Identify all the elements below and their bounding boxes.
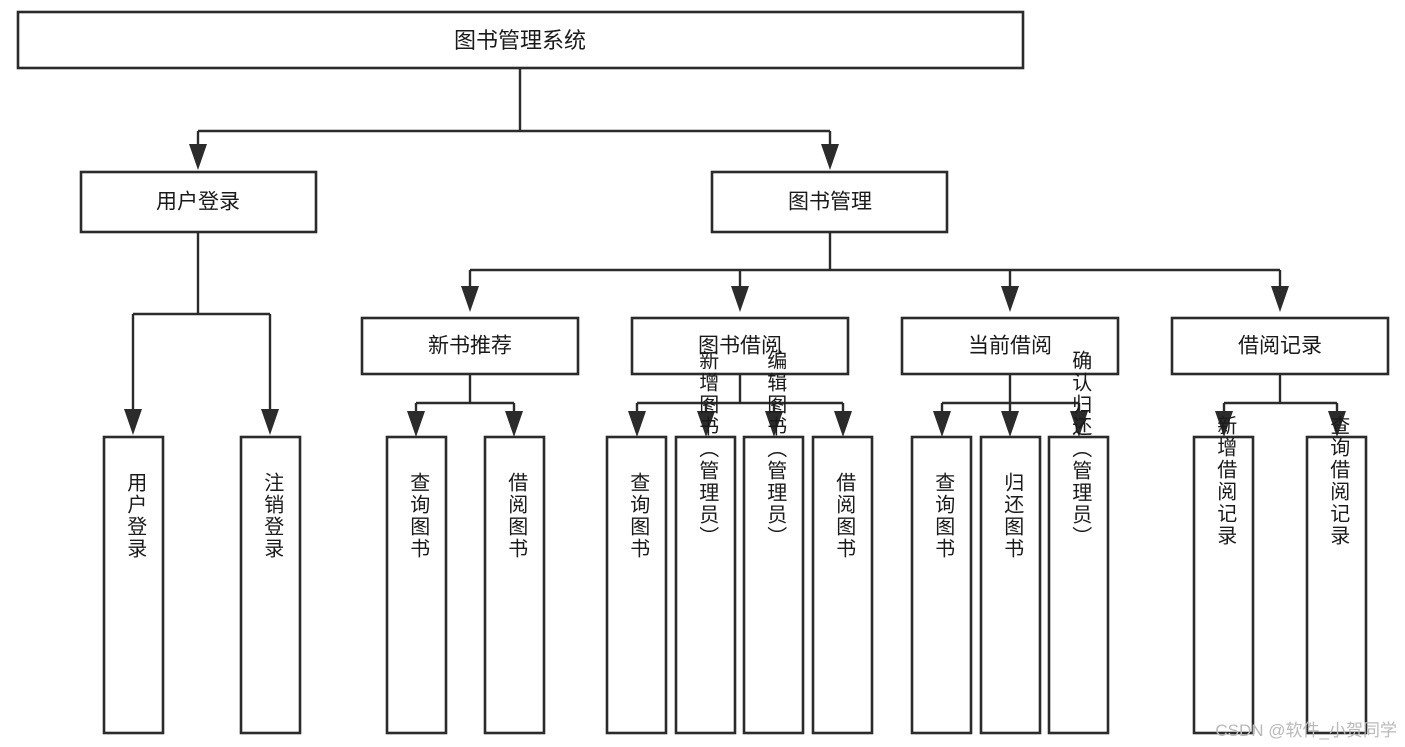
node-leaf-br-query[interactable]: 查询借阅记录 bbox=[1305, 415, 1368, 735]
node-leaf-rec-borrow-label: 借阅图书 bbox=[505, 472, 528, 560]
node-leaf-bb-add-label: 新增图书（管理员） bbox=[696, 350, 719, 548]
node-current-borrow[interactable]: 当前借阅 bbox=[900, 316, 1120, 376]
node-leaf-cb-confirm-label: 确认归还（管理员） bbox=[1069, 350, 1092, 548]
node-book-manage[interactable]: 图书管理 bbox=[710, 170, 949, 234]
arrowhead-new-book-rec bbox=[461, 286, 479, 312]
node-leaf-bb-borrow[interactable]: 借阅图书 bbox=[811, 435, 874, 735]
node-leaf-bb-add[interactable]: 新增图书（管理员） bbox=[674, 350, 737, 735]
node-leaf-user-login-label: 用户登录 bbox=[124, 472, 147, 560]
node-leaf-user-login[interactable]: 用户登录 bbox=[102, 435, 165, 735]
node-leaf-bb-add-box[interactable] bbox=[674, 435, 737, 735]
node-current-borrow-box[interactable] bbox=[900, 316, 1120, 376]
node-book-manage-box[interactable] bbox=[710, 170, 949, 234]
node-leaf-rec-borrow-box[interactable] bbox=[483, 435, 546, 735]
node-leaf-cb-query-box[interactable] bbox=[910, 435, 973, 735]
node-leaf-cb-return[interactable]: 归还图书 bbox=[979, 435, 1042, 735]
arrowhead-leaf-rec-borrow bbox=[505, 411, 523, 437]
node-root[interactable]: 图书管理系统 bbox=[16, 10, 1025, 70]
node-user-login-box[interactable] bbox=[79, 170, 318, 234]
arrowhead-leaf-rec-query bbox=[407, 411, 425, 437]
connector-layer bbox=[124, 68, 1346, 437]
node-user-login[interactable]: 用户登录 bbox=[79, 170, 318, 234]
node-leaf-br-query-box[interactable] bbox=[1305, 435, 1368, 735]
arrowhead-leaf-cb-return bbox=[1001, 411, 1019, 437]
node-leaf-bb-edit[interactable]: 编辑图书（管理员） bbox=[742, 350, 805, 735]
node-leaf-br-query-label: 查询借阅记录 bbox=[1327, 415, 1350, 547]
arrowhead-leaf-cb-query bbox=[933, 411, 951, 437]
node-leaf-cb-return-box[interactable] bbox=[979, 435, 1042, 735]
node-borrow-record[interactable]: 借阅记录 bbox=[1170, 316, 1390, 376]
node-book-manage-label: 图书管理 bbox=[788, 191, 872, 214]
node-leaf-bb-borrow-box[interactable] bbox=[811, 435, 874, 735]
node-new-book-rec-box[interactable] bbox=[360, 316, 580, 376]
node-leaf-logout-label: 注销登录 bbox=[261, 472, 284, 560]
arrowhead-borrow-record bbox=[1271, 286, 1289, 312]
node-leaf-cb-query[interactable]: 查询图书 bbox=[910, 435, 973, 735]
node-leaf-rec-borrow[interactable]: 借阅图书 bbox=[483, 435, 546, 735]
arrowhead-current-borrow bbox=[1001, 286, 1019, 312]
node-leaf-bb-edit-label: 编辑图书（管理员） bbox=[764, 350, 787, 548]
node-leaf-br-add-label: 新增借阅记录 bbox=[1214, 415, 1237, 547]
node-leaf-cb-query-label: 查询图书 bbox=[932, 472, 955, 560]
node-leaf-bb-edit-box[interactable] bbox=[742, 435, 805, 735]
arrowhead-book-borrow bbox=[731, 286, 749, 312]
node-root-box[interactable] bbox=[16, 10, 1025, 70]
node-borrow-record-label: 借阅记录 bbox=[1238, 335, 1322, 358]
node-leaf-bb-query[interactable]: 查询图书 bbox=[605, 435, 668, 735]
node-leaf-bb-query-box[interactable] bbox=[605, 435, 668, 735]
arrowhead-leaf-logout bbox=[261, 409, 279, 435]
node-leaf-rec-query[interactable]: 查询图书 bbox=[385, 435, 448, 735]
node-leaf-rec-query-box[interactable] bbox=[385, 435, 448, 735]
node-leaf-bb-query-label: 查询图书 bbox=[627, 472, 650, 560]
node-leaf-bb-borrow-label: 借阅图书 bbox=[833, 472, 856, 560]
node-book-borrow-box[interactable] bbox=[630, 316, 850, 376]
arrowhead-leaf-user-login bbox=[124, 409, 142, 435]
node-leaf-user-login-box[interactable] bbox=[102, 435, 165, 735]
arrowhead-user-login bbox=[189, 144, 207, 170]
node-current-borrow-label: 当前借阅 bbox=[968, 335, 1052, 358]
node-borrow-record-box[interactable] bbox=[1170, 316, 1390, 376]
arrowhead-leaf-bb-query bbox=[628, 411, 646, 437]
arrowhead-book-manage bbox=[821, 144, 839, 170]
node-new-book-rec-label: 新书推荐 bbox=[428, 335, 512, 358]
node-leaf-cb-confirm-box[interactable] bbox=[1047, 435, 1110, 735]
node-root-label: 图书管理系统 bbox=[454, 28, 586, 53]
node-new-book-rec[interactable]: 新书推荐 bbox=[360, 316, 580, 376]
node-user-login-label: 用户登录 bbox=[156, 191, 240, 214]
node-leaf-br-add[interactable]: 新增借阅记录 bbox=[1192, 415, 1255, 735]
node-leaf-rec-query-label: 查询图书 bbox=[407, 472, 430, 560]
node-book-borrow-label: 图书借阅 bbox=[698, 335, 782, 358]
node-leaf-cb-confirm[interactable]: 确认归还（管理员） bbox=[1047, 350, 1110, 735]
node-book-borrow[interactable]: 图书借阅 bbox=[630, 316, 850, 376]
node-leaf-logout-box[interactable] bbox=[239, 435, 302, 735]
arrowhead-leaf-bb-borrow bbox=[834, 411, 852, 437]
node-leaf-logout[interactable]: 注销登录 bbox=[239, 435, 302, 735]
node-leaf-cb-return-label: 归还图书 bbox=[1001, 472, 1024, 560]
node-leaf-br-add-box[interactable] bbox=[1192, 435, 1255, 735]
